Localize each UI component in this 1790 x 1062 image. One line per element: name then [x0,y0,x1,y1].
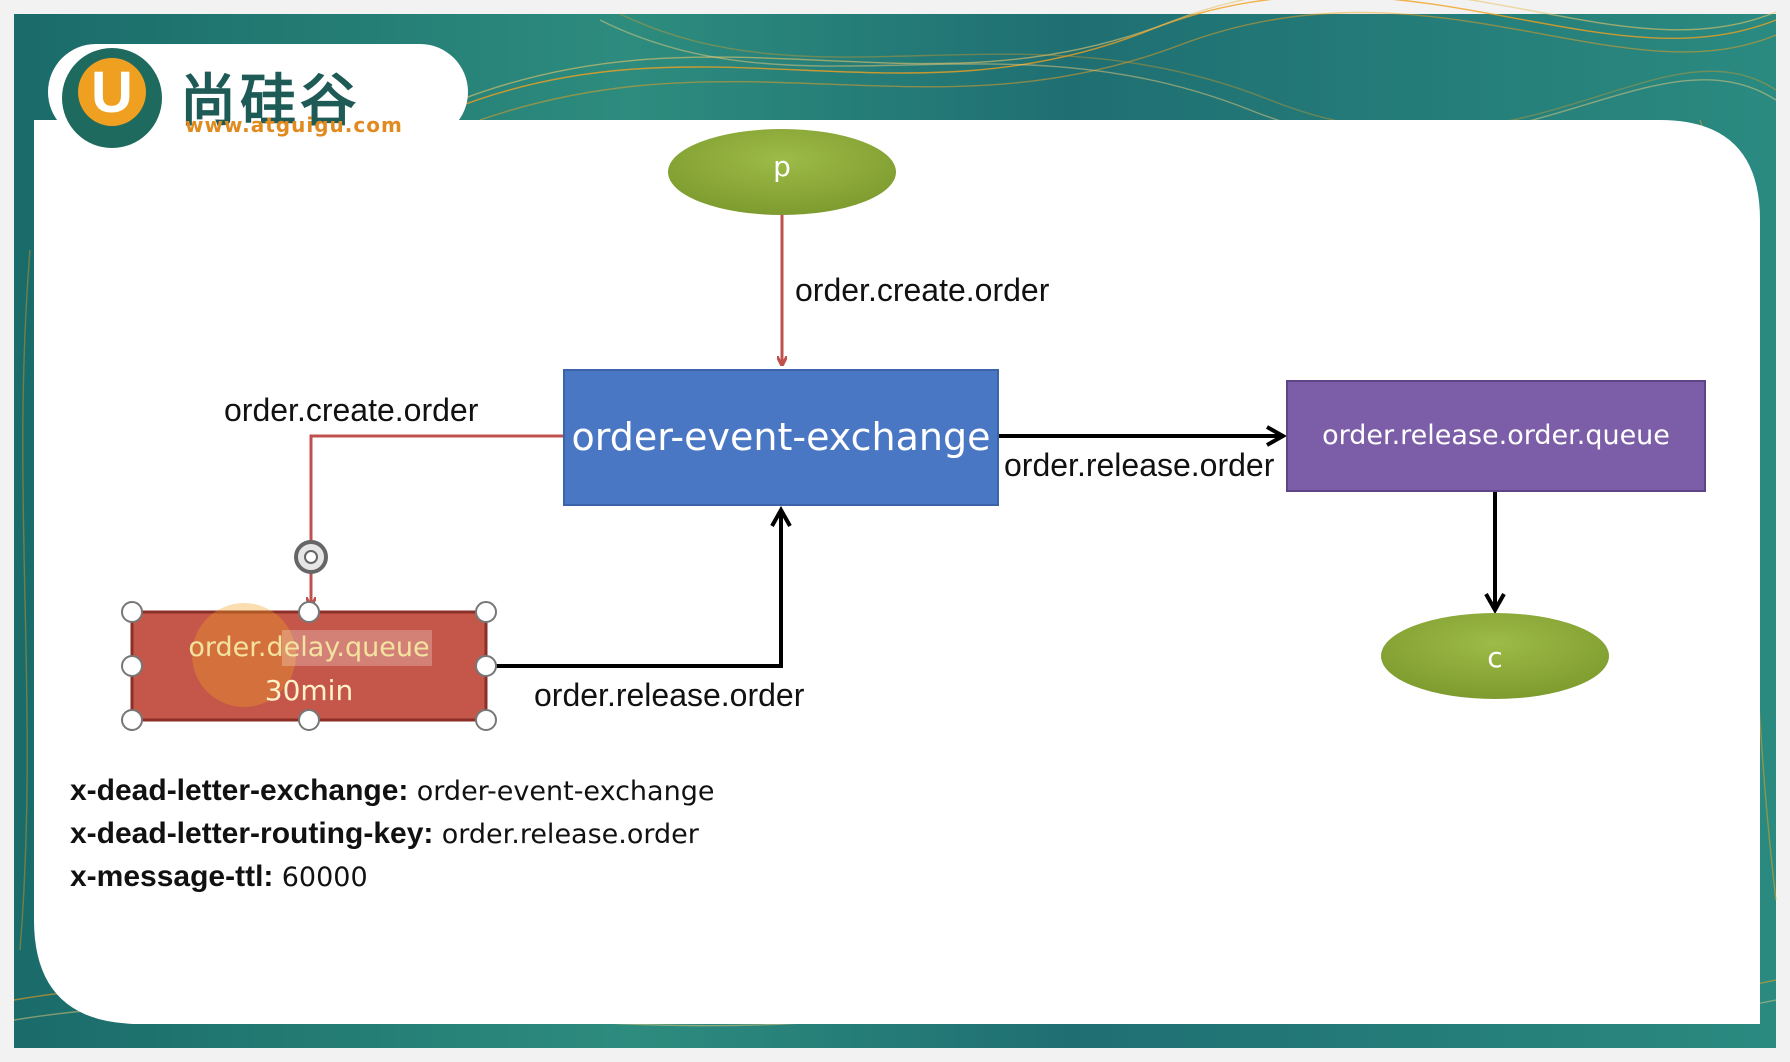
rotate-handle[interactable] [294,540,328,574]
content-panel [34,120,1760,1024]
consumer-label: c [1487,641,1503,674]
producer-node[interactable] [668,129,896,215]
argument-value: 60000 [281,862,368,893]
argument-key: x-dead-letter-routing-key: [70,817,434,850]
exchange-node[interactable] [563,369,999,506]
argument-key: x-message-ttl: [70,860,274,893]
delay-queue-name-label: order.delay.queue [188,632,430,663]
logo-brand-text: 尚硅谷 [180,68,360,134]
release-queue-node[interactable] [1286,380,1706,492]
exchange-label: order-event-exchange [571,415,991,459]
queue-argument-row: x-dead-letter-exchange: order-event-exch… [70,770,714,813]
delay-queue-ttl-label: 30min [264,674,354,707]
edge-delay-queue-to-exchange [488,510,781,668]
argument-value: order.release.order [441,819,699,850]
queue-argument-row: x-message-ttl: 60000 [70,856,714,899]
logo-mark-inner [78,58,146,126]
edge-label-exchange-to-delay: order.create.order [224,392,479,428]
queue-arguments: x-dead-letter-exchange: order-event-exch… [70,770,714,899]
consumer-node[interactable] [1381,613,1609,699]
queue-argument-row: x-dead-letter-routing-key: order.release… [70,813,714,856]
selected-text-highlight [282,630,432,666]
cursor-highlight [192,603,296,707]
edge-label-exchange-to-release: order.release.order [1004,447,1275,483]
logo-mark-letter: U [91,60,133,125]
logo-url: www.atguigu.com [185,113,403,137]
producer-label: p [773,150,791,183]
argument-value: order-event-exchange [416,776,715,807]
selection-handles[interactable] [121,601,497,731]
edge-label-p-to-exchange: order.create.order [795,272,1050,308]
argument-key: x-dead-letter-exchange: [70,774,409,807]
release-queue-label: order.release.order.queue [1322,420,1670,451]
edge-label-delay-to-exchange: order.release.order [534,677,805,713]
